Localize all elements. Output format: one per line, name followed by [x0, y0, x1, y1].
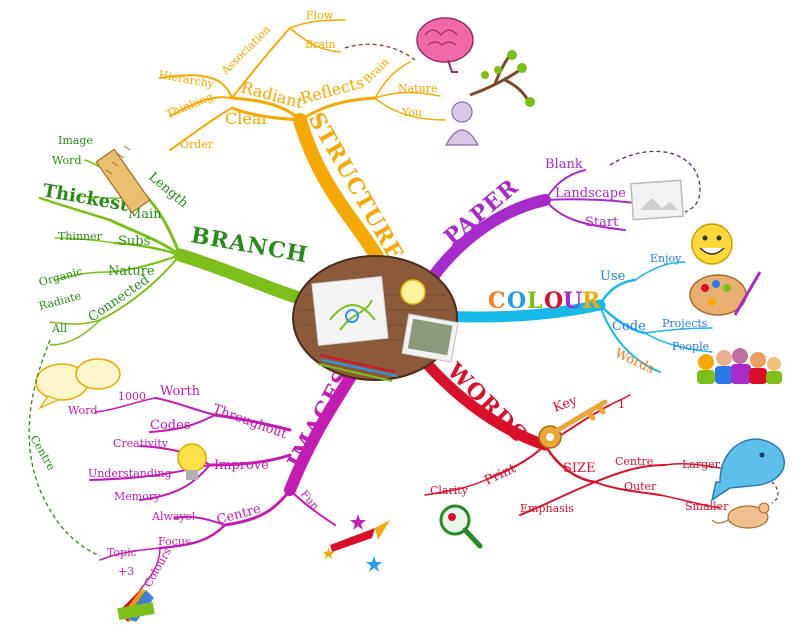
images-focus: Focus: [158, 535, 191, 548]
words-one: 1: [618, 398, 625, 411]
paper-landscape: Landscape: [555, 186, 626, 201]
images-creativity: Creativity: [113, 437, 169, 450]
mouse-icon: [711, 502, 770, 529]
paper-blank: Blank: [545, 157, 583, 172]
images-improve: Improve: [214, 458, 269, 473]
words-size: SIZE: [563, 461, 596, 476]
colour-words: Words: [612, 346, 656, 377]
images-title: IMAGES: [282, 364, 356, 473]
magnifier-icon: [439, 504, 483, 549]
structure-title: STRUCTURE: [303, 108, 409, 266]
branch-thinner: Thinner: [58, 230, 103, 243]
landscape-link-arrow: [609, 150, 701, 213]
lightbulb-icon: [177, 443, 207, 480]
colour-projects: Projects: [662, 317, 708, 330]
structure-reflects: Reflects: [298, 73, 366, 108]
speech-bubbles-icon: [35, 358, 121, 410]
images-branch: [89, 364, 361, 591]
branch-radiate: Radiate: [37, 289, 82, 313]
images-codes: Codes: [150, 418, 190, 433]
paper-start: Start: [585, 215, 619, 230]
brain-link-arrow: [344, 43, 416, 61]
structure-brain1: Brain: [305, 38, 336, 51]
colour-title: C O L O U R: [488, 288, 601, 314]
ruler-icon: [95, 145, 151, 214]
images-topic: Topic: [107, 546, 137, 559]
colour-code: Code: [612, 319, 646, 334]
colour-letter-c: C: [488, 288, 507, 314]
colour-letter-o2: O: [544, 288, 564, 314]
structure-clear: Clear: [225, 109, 269, 128]
person-icon: [444, 101, 480, 146]
images-plus3: +3: [118, 565, 134, 578]
branch-subs: Subs: [118, 234, 150, 249]
structure-association: Association: [218, 23, 273, 78]
words-smaller: Smaller: [685, 500, 729, 513]
images-1000: 1000: [118, 390, 146, 403]
rocket-icon: [323, 514, 390, 572]
words-larger: Larger: [682, 458, 721, 471]
structure-brain2: Brain: [361, 55, 392, 86]
people-group-icon: [697, 348, 782, 384]
key-icon: [538, 399, 608, 449]
branch-nature: Nature: [108, 264, 155, 279]
branch-centre: Centre: [27, 433, 57, 473]
centre-link-arrow: [28, 339, 101, 557]
colour-letter-r: R: [582, 288, 601, 314]
branch-all: All: [51, 322, 67, 335]
colour-swatch-icon: [117, 588, 155, 622]
words-outer: Outer: [624, 480, 657, 493]
images-memory: Memory: [114, 490, 161, 503]
branch-word: Word: [52, 154, 81, 167]
images-fun: Fun: [298, 488, 322, 513]
tree-icon: [469, 50, 535, 107]
structure-nature: Nature: [398, 82, 437, 95]
images-word: Word: [68, 404, 97, 417]
words-title: WORDS: [441, 357, 532, 448]
colour-use: Use: [600, 269, 626, 284]
palette-icon: [689, 271, 762, 316]
images-understanding: Understanding: [88, 467, 172, 480]
smiley-icon: [691, 223, 733, 265]
branch-image: Image: [58, 134, 93, 147]
branch-main: Main: [128, 207, 162, 222]
size-link-arrow: [771, 481, 779, 504]
colour-letter-u: U: [563, 288, 583, 314]
words-centre: Centre: [615, 455, 653, 468]
images-colours: Colours: [141, 545, 174, 589]
structure-you: You: [401, 106, 422, 119]
words-clarity: Clarity: [430, 484, 469, 497]
branch-organic: Organic: [37, 265, 83, 289]
structure-branch: [159, 19, 446, 269]
colour-people: People: [672, 340, 709, 353]
structure-thinking: Thinking: [164, 90, 215, 121]
images-always: Always!: [151, 510, 196, 523]
structure-hierarchy: Hierarchy: [157, 68, 215, 91]
images-worth: Worth: [160, 384, 201, 399]
photo-icon: [630, 179, 684, 221]
paper-branch: [426, 169, 636, 284]
structure-flow: Flow: [306, 9, 334, 22]
whale-icon: [710, 438, 785, 502]
colour-enjoy: Enjoy: [650, 252, 682, 265]
words-key: Key: [551, 393, 580, 416]
colour-letter-l: L: [527, 288, 543, 314]
branch-connected: Connected: [86, 272, 153, 325]
central-image: [292, 255, 459, 382]
structure-radiant: Radiant: [239, 78, 306, 113]
words-print: Print: [482, 461, 519, 489]
words-emphasis: Emphasis: [520, 502, 574, 515]
brain-icon: [416, 17, 474, 73]
colour-letter-o1: O: [507, 288, 527, 314]
structure-order: Order: [180, 138, 214, 151]
images-throughout: Throughout: [211, 402, 290, 443]
